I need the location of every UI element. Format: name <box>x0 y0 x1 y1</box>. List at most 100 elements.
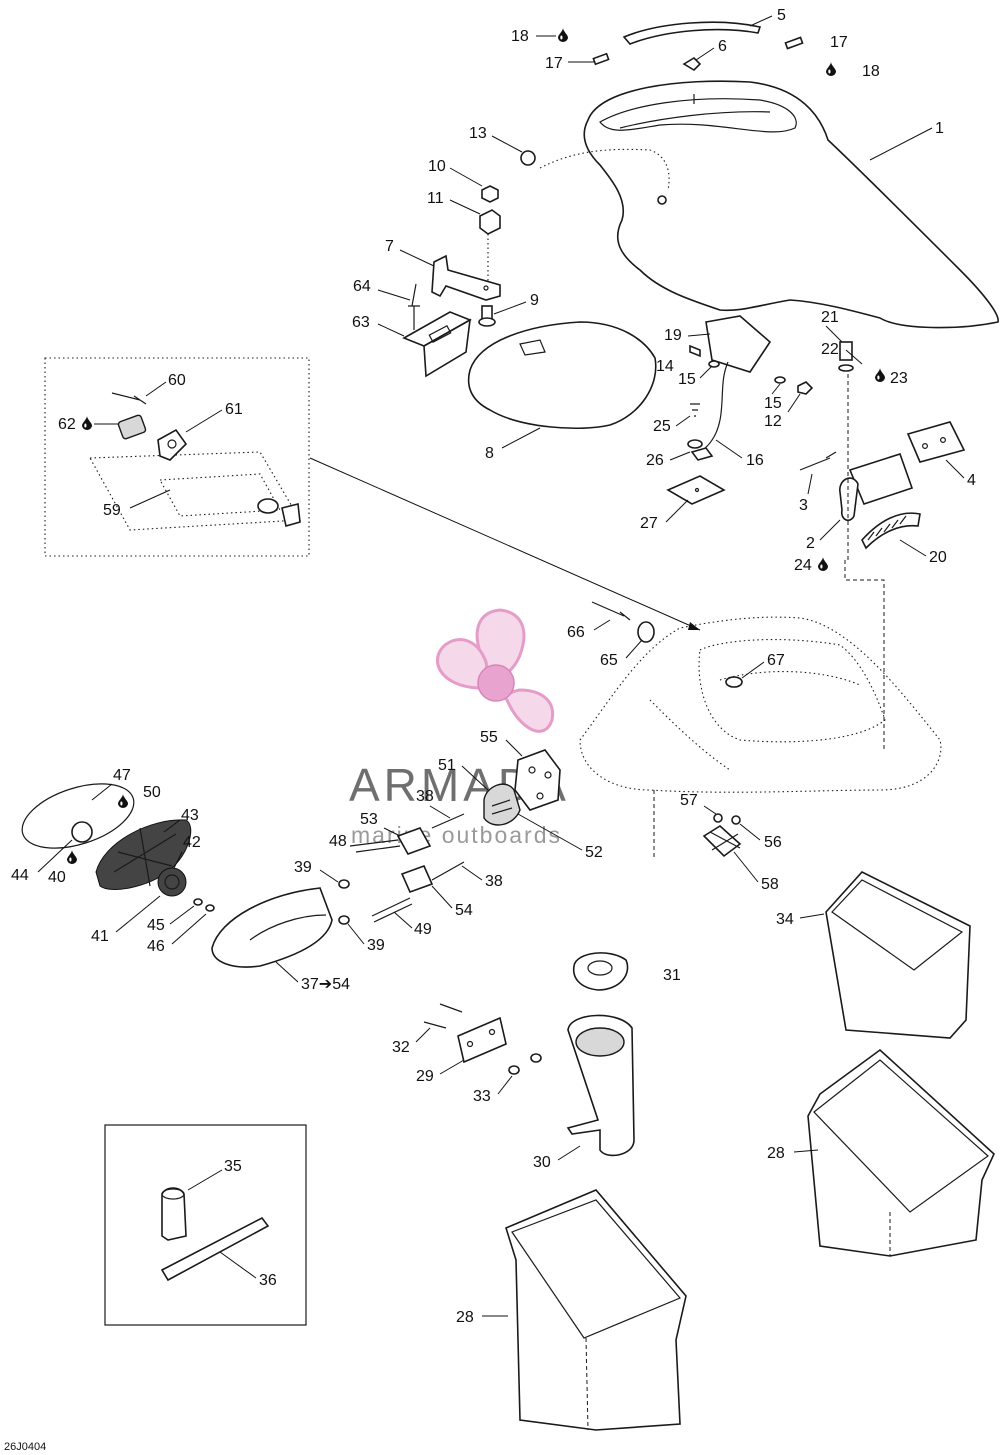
pin-part-17-left <box>592 52 610 66</box>
inspection-cover-assembly <box>21 783 215 912</box>
callout-39-top: 39 <box>294 859 312 876</box>
callout-1: 1 <box>935 120 944 137</box>
storage-bin-part-34 <box>825 871 971 1039</box>
callout-labels: 1 5 6 18 17 17 18 13 10 11 7 64 9 63 8 1… <box>11 7 976 1326</box>
callout-15-right: 15 <box>764 395 782 412</box>
callout-54: 54 <box>455 902 473 919</box>
callout-64: 64 <box>353 278 371 295</box>
storage-bin-part-28-right <box>807 1048 995 1257</box>
callout-19: 19 <box>664 327 682 344</box>
callout-32: 32 <box>392 1039 410 1056</box>
callout-28-right: 28 <box>767 1145 785 1162</box>
callout-13: 13 <box>469 125 487 142</box>
callout-42: 42 <box>183 834 201 851</box>
washer-part-33 <box>508 1065 520 1075</box>
callout-17-right: 17 <box>830 34 848 51</box>
callout-44: 44 <box>11 867 29 884</box>
callout-38-top: 38 <box>416 788 434 805</box>
callout-50: 50 <box>143 784 161 801</box>
callout-33: 33 <box>473 1088 491 1105</box>
screw-part-66 <box>591 601 631 621</box>
oil-drop-icon <box>558 28 568 42</box>
callout-63: 63 <box>352 314 370 331</box>
callout-16: 16 <box>746 452 764 469</box>
callout-36: 36 <box>259 1272 277 1289</box>
drawing-code: 26J0404 <box>4 1441 46 1453</box>
callout-62: 62 <box>58 416 76 433</box>
storage-bin-part-28-lower <box>505 1189 687 1431</box>
holder-part-30 <box>566 1014 635 1157</box>
callout-30: 30 <box>533 1154 551 1171</box>
callout-39-bottom: 39 <box>367 937 385 954</box>
callout-20: 20 <box>929 549 947 566</box>
callout-27: 27 <box>640 515 658 532</box>
cushion-part-8 <box>467 321 657 430</box>
latch-part-6 <box>682 56 702 72</box>
bushing-part-11 <box>479 209 501 235</box>
callout-22: 22 <box>821 341 839 358</box>
nut-part-10 <box>481 185 499 203</box>
callout-45: 45 <box>147 917 165 934</box>
callout-40: 40 <box>48 869 66 886</box>
callout-59: 59 <box>103 502 121 519</box>
callout-3: 3 <box>799 497 808 514</box>
bracket-part-7 <box>431 254 501 301</box>
callout-23: 23 <box>890 370 908 387</box>
callout-66: 66 <box>567 624 585 641</box>
callout-38-bottom: 38 <box>485 873 503 890</box>
callout-31: 31 <box>663 967 681 984</box>
callout-41: 41 <box>91 928 109 945</box>
callout-4: 4 <box>967 472 976 489</box>
detail-inset-box <box>44 357 310 557</box>
trim-strip-part-5 <box>622 21 762 45</box>
seat-cover-part-1 <box>539 80 999 329</box>
callout-26: 26 <box>646 452 664 469</box>
callout-8: 8 <box>485 445 494 462</box>
seat-lock-detail <box>89 392 301 531</box>
callout-57: 57 <box>680 792 698 809</box>
callout-58: 58 <box>761 876 779 893</box>
oil-drop-icon <box>118 794 128 808</box>
callout-18-left: 18 <box>511 28 529 45</box>
callout-56: 56 <box>764 834 782 851</box>
callout-9: 9 <box>530 292 539 309</box>
callout-17-left: 17 <box>545 55 563 72</box>
pin-part-17-right <box>784 36 804 50</box>
callout-34: 34 <box>776 911 794 928</box>
callout-6: 6 <box>718 38 727 55</box>
callout-24: 24 <box>794 557 812 574</box>
switch-assembly <box>666 315 814 505</box>
tool-inset-box <box>104 1124 307 1326</box>
oil-drop-icon <box>82 416 92 430</box>
callout-5: 5 <box>777 7 786 24</box>
callout-37: 37➔54 <box>301 976 350 993</box>
oil-drop-icon <box>826 62 836 76</box>
callout-14: 14 <box>656 358 674 375</box>
clip-assembly <box>338 813 465 925</box>
callout-60: 60 <box>168 372 186 389</box>
callout-10: 10 <box>428 158 446 175</box>
callout-12: 12 <box>764 413 782 430</box>
grommet-part-67 <box>725 676 743 688</box>
callout-49: 49 <box>414 921 432 938</box>
watermark-tagline: marine outboards <box>351 822 562 848</box>
callout-46: 46 <box>147 938 165 955</box>
callout-61: 61 <box>225 401 243 418</box>
callout-11: 11 <box>427 190 444 207</box>
callout-47: 47 <box>113 767 131 784</box>
callout-2: 2 <box>806 535 815 552</box>
oil-drop-icon <box>875 368 885 382</box>
callout-28-lower: 28 <box>456 1309 474 1326</box>
screw-part-9 <box>478 305 496 327</box>
callout-21: 21 <box>821 309 839 326</box>
callout-7: 7 <box>385 238 394 255</box>
callout-43: 43 <box>181 807 199 824</box>
oil-drop-icon <box>67 850 77 864</box>
callout-18-right: 18 <box>862 63 880 80</box>
callout-35: 35 <box>224 1158 242 1175</box>
retainer-assembly <box>702 813 742 858</box>
bolt-part-64 <box>408 283 420 330</box>
cup-holder-part-31 <box>572 952 629 991</box>
callout-52: 52 <box>585 844 603 861</box>
